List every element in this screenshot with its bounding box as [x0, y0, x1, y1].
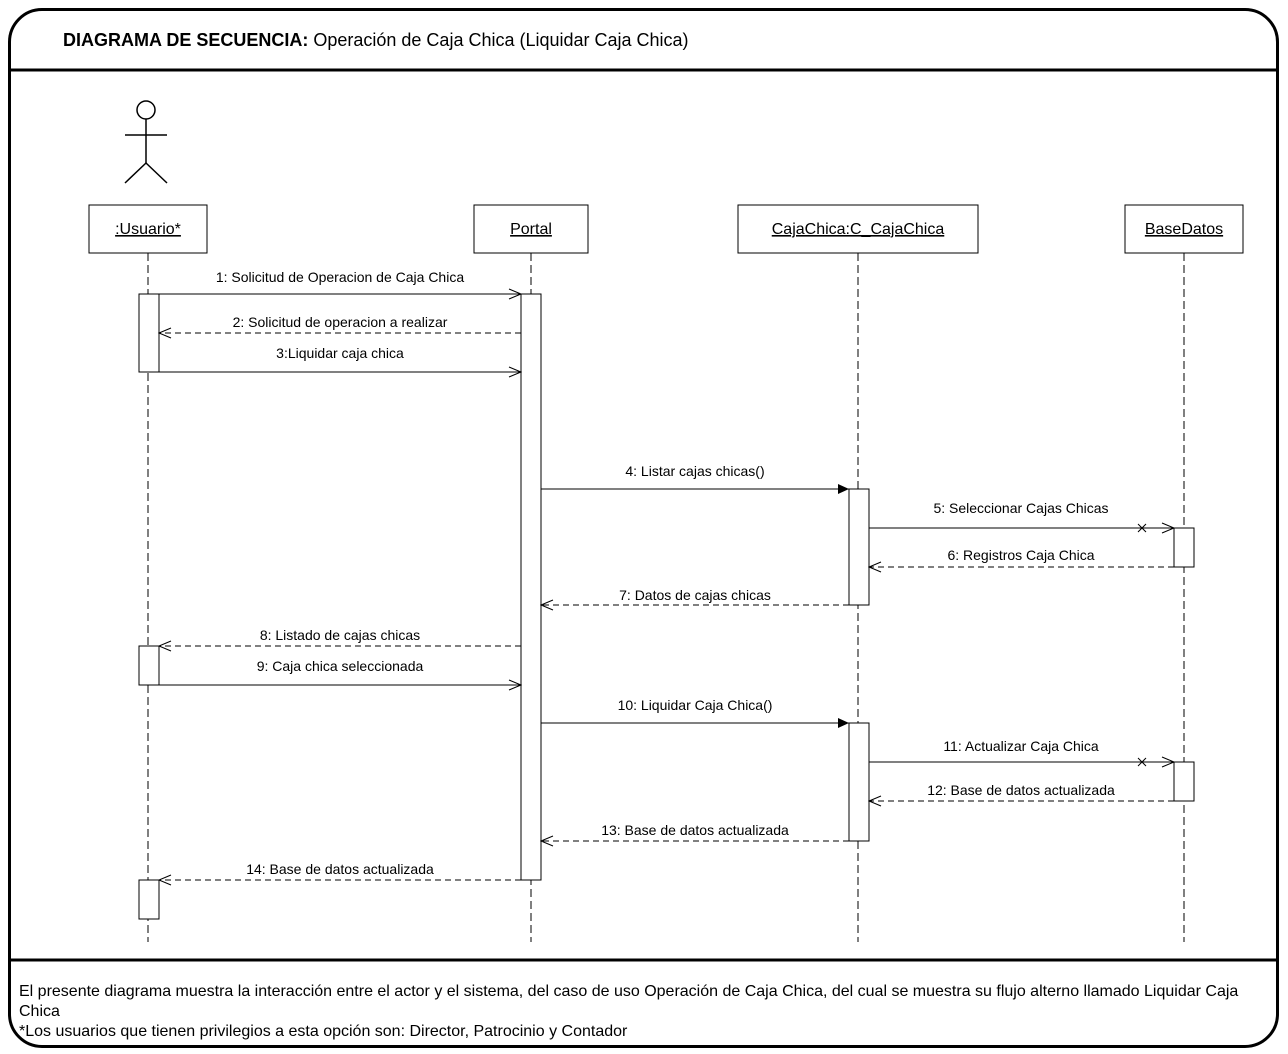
message-11-cross-icon: [1137, 757, 1147, 767]
activation-usuario-3: [138, 879, 160, 920]
message-10-label: 10: Liquidar Caja Chica(): [618, 697, 773, 713]
footer-note: *Los usuarios que tienen privilegios a e…: [19, 1023, 628, 1040]
lifeline-label-cajachica: CajaChica:C_CajaChica: [772, 221, 945, 238]
message-6-label: 6: Registros Caja Chica: [947, 547, 1094, 563]
message-13-label: 13: Base de datos actualizada: [601, 822, 789, 838]
activation-basedatos-2: [1173, 761, 1195, 802]
activation-usuario-2: [138, 645, 160, 686]
activation-cajachica-2: [848, 722, 870, 842]
lifeline-head-basedatos: [1124, 204, 1244, 254]
footer-description: El presente diagrama muestra la interacc…: [19, 983, 1239, 1020]
lifeline-label-usuario: :Usuario*: [115, 221, 181, 238]
message-5-label: 5: Seleccionar Cajas Chicas: [933, 500, 1108, 516]
title-text: Operación de Caja Chica (Liquidar Caja C…: [313, 30, 689, 50]
message-3-label: 3:Liquidar caja chica: [276, 345, 404, 361]
message-4-label: 4: Listar cajas chicas(): [625, 463, 764, 479]
activation-usuario-1: [138, 293, 160, 373]
title-bold: DIAGRAMA DE SECUENCIA:: [63, 30, 309, 50]
message-14-label: 14: Base de datos actualizada: [246, 861, 434, 877]
diagram-title: DIAGRAMA DE SECUENCIA: Operación de Caja…: [63, 30, 689, 51]
message-9-label: 9: Caja chica seleccionada: [257, 658, 424, 674]
message-2-label: 2: Solicitud de operacion a realizar: [233, 314, 448, 330]
lifeline-head-portal: [473, 204, 589, 254]
message-12-label: 12: Base de datos actualizada: [927, 782, 1115, 798]
activation-portal: [520, 293, 542, 881]
activation-basedatos-1: [1173, 527, 1195, 568]
lifeline-label-portal: Portal: [510, 221, 552, 238]
lifeline-head-cajachica: [737, 204, 979, 254]
message-5-cross-icon: [1137, 523, 1147, 533]
message-11-label: 11: Actualizar Caja Chica: [943, 738, 1099, 754]
activation-cajachica-1: [848, 488, 870, 606]
lifeline-head-usuario: [88, 204, 208, 254]
lifeline-label-basedatos: BaseDatos: [1145, 221, 1223, 238]
message-1-label: 1: Solicitud de Operacion de Caja Chica: [216, 269, 464, 285]
actor-icon: [124, 100, 168, 184]
diagram-footer: El presente diagrama muestra la interacc…: [19, 982, 1271, 1042]
message-8-label: 8: Listado de cajas chicas: [260, 627, 420, 643]
message-7-label: 7: Datos de cajas chicas: [619, 587, 771, 603]
diagram-frame: [8, 8, 1279, 1048]
